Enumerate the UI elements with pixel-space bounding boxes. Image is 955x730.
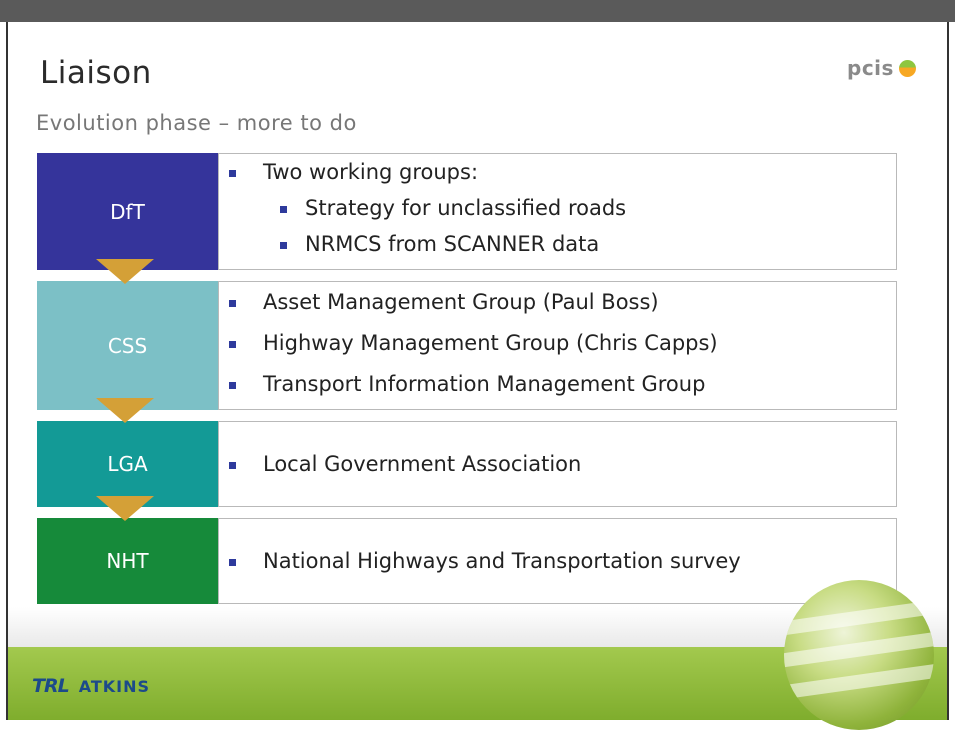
row-lga: LGA Local Government Association [37,421,897,507]
list-item: NRMCS from SCANNER data [305,232,600,256]
list-item: Strategy for unclassified roads [305,196,627,220]
list-item: Local Government Association [263,452,582,476]
trl-logo: TRL [32,675,70,697]
pcis-logo-text: pcis [847,56,894,80]
label-nht: NHT [37,518,218,604]
label-dft: DfT [37,153,218,270]
list-item: Two working groups: [263,160,479,184]
slide-title: Liaison [40,55,152,91]
row-dft: DfT Two working groups: Strategy for unc… [37,153,897,270]
globe-icon [784,580,934,730]
bullet-icon [229,300,236,307]
bullet-icon [280,242,287,249]
bullet-icon [229,559,236,566]
content-css: Asset Management Group (Paul Boss) Highw… [218,281,897,410]
top-bar [0,0,955,22]
footer-logos: TRL ATKINS [32,675,150,697]
pcis-ball-icon [898,59,916,77]
row-css: CSS Asset Management Group (Paul Boss) H… [37,281,897,410]
row-nht: NHT National Highways and Transportation… [37,518,897,604]
down-arrow-icon [96,496,154,521]
content-dft: Two working groups: Strategy for unclass… [218,153,897,270]
down-arrow-icon [96,259,154,284]
list-item: National Highways and Transportation sur… [263,549,741,573]
down-arrow-icon [96,398,154,423]
list-item: Transport Information Management Group [263,372,706,396]
list-item: Highway Management Group (Chris Capps) [263,331,718,355]
bullet-icon [229,170,236,177]
content-nht: National Highways and Transportation sur… [218,518,897,604]
label-css: CSS [37,281,218,410]
content-lga: Local Government Association [218,421,897,507]
bullet-icon [229,382,236,389]
bullet-icon [229,341,236,348]
atkins-logo: ATKINS [78,676,151,696]
label-lga: LGA [37,421,218,507]
list-item: Asset Management Group (Paul Boss) [263,290,659,314]
pcis-logo: pcis [847,56,916,80]
bullet-icon [229,462,236,469]
slide-subtitle: Evolution phase – more to do [36,111,357,135]
bullet-icon [280,206,287,213]
